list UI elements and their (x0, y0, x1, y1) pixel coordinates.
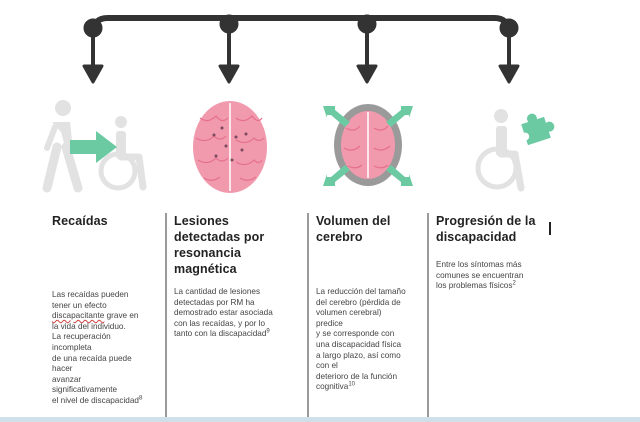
column-title: Progresión de la discapacidad (436, 214, 536, 244)
column-volumen: Volumen del cerebro La reducción del tam… (307, 213, 434, 418)
column-title: Lesiones detectadas por resonancia magné… (174, 214, 265, 276)
column-body: La reducción del tamaño del cerebro (pér… (316, 287, 406, 392)
brain-lesions-icon (193, 101, 267, 193)
column-body: Las recaídas pueden tener un efecto disc… (52, 290, 143, 405)
wheelchair-puzzle-icon (475, 109, 555, 192)
column-body: La cantidad de lesiones detectadas por R… (174, 287, 273, 339)
column-recaidas: Recaídas Las recaídas pueden tener un ef… (52, 213, 164, 418)
connector-bracket (82, 14, 520, 84)
diagram-graphic (42, 14, 555, 193)
end-divider (549, 222, 551, 235)
column-title: Volumen del cerebro (316, 214, 391, 244)
column-progresion: Progresión de la discapacidad Entre los … (427, 213, 554, 418)
column-title: Recaídas (52, 214, 108, 228)
bottom-strip (0, 417, 640, 422)
column-lesiones: Lesiones detectadas por resonancia magné… (165, 213, 310, 418)
column-body: Entre los síntomas más comunes se encuen… (436, 260, 524, 291)
walking-to-wheelchair-icon (42, 100, 147, 193)
brain-shrinking-icon (323, 104, 413, 186)
